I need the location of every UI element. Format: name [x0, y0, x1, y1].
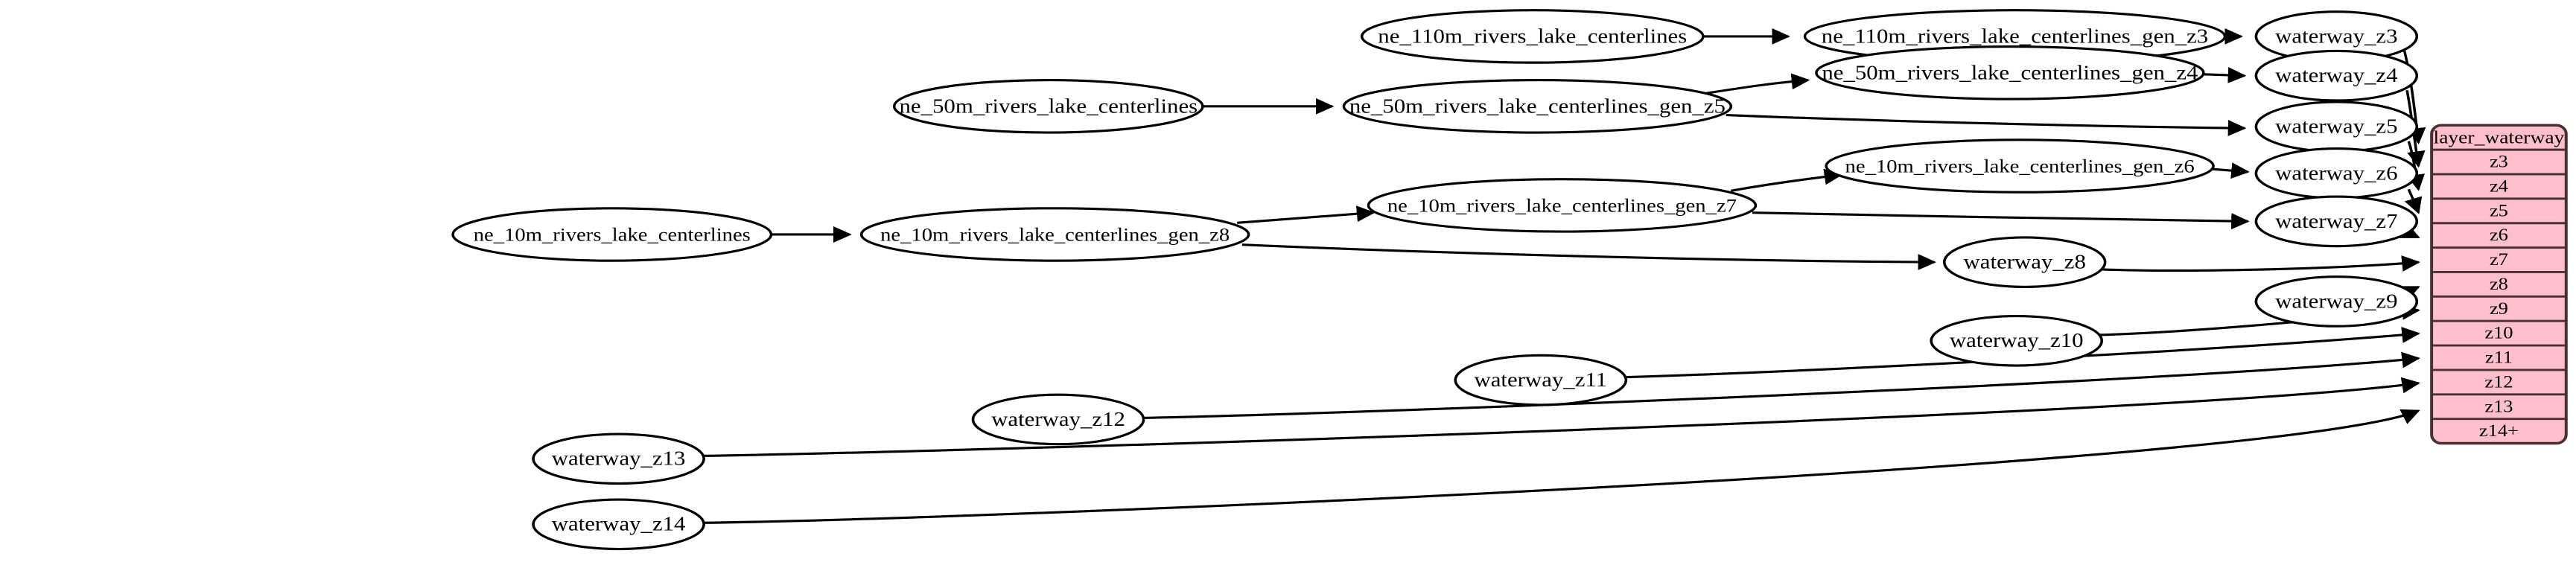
edge-ne_50m_rivers_lake_centerlines_gen_z5-to-waterway_z5: [1726, 113, 2247, 136]
edge-ne_10m_rivers_lake_centerlines_gen_z7-to-ne_10m_rivers_lake_centerlines_gen_z6: [1731, 168, 1843, 192]
node-ne_50m_rivers_lake_centerlines_gen_z4[interactable]: ne_50m_rivers_lake_centerlines_gen_z4: [1815, 45, 2205, 100]
node-ne_10m_rivers_lake_centerlines_gen_z7[interactable]: ne_10m_rivers_lake_centerlines_gen_z7: [1367, 178, 1758, 233]
node-waterway_z8[interactable]: waterway_z8: [1943, 236, 2107, 288]
node-shape: [1930, 314, 2104, 367]
nodes-layer: imposm3osm_waterway_linestringosm_import…: [451, 9, 2419, 551]
node-waterway_z10[interactable]: waterway_z10: [1930, 314, 2104, 367]
edge-waterway_z13-to-layer_z13: [702, 377, 2420, 457]
node-ne_10m_rivers_lake_centerlines_gen_z6[interactable]: ne_10m_rivers_lake_centerlines_gen_z6: [1825, 138, 2215, 194]
edge-ne_50m_rivers_lake_centerlines_gen_z5-to-ne_50m_rivers_lake_centerlines_gen_z4: [1706, 73, 1810, 95]
edges-layer: [702, 28, 2426, 524]
node-shape: [1454, 354, 1628, 406]
layer-waterway-table: layer_waterwayz3z4z5z6z7z8z9z10z11z12z13…: [2430, 124, 2568, 445]
node-shape: [1815, 45, 2205, 100]
node-ne_10m_rivers_lake_centerlines_gen_z8[interactable]: ne_10m_rivers_lake_centerlines_gen_z8: [859, 207, 1250, 262]
node-shape: [532, 433, 705, 485]
edge-waterway_z5-to-layer_z5: [2406, 141, 2426, 191]
node-shape: [2254, 100, 2419, 153]
node-shape: [2254, 195, 2419, 248]
node-waterway_z12[interactable]: waterway_z12: [971, 393, 1145, 446]
node-waterway_z11[interactable]: waterway_z11: [1454, 354, 1628, 406]
node-waterway_z14[interactable]: waterway_z14: [532, 498, 705, 551]
edge-waterway_z7-to-layer_z7: [2400, 223, 2420, 239]
edge-ne_10m_rivers_lake_centerlines_gen_z6-to-waterway_z6: [2210, 162, 2250, 179]
node-waterway_z6[interactable]: waterway_z6: [2254, 147, 2419, 200]
node-shape: [2254, 275, 2419, 328]
node-shape: [2254, 147, 2419, 200]
node-ne_50m_rivers_lake_centerlines_gen_z5[interactable]: ne_50m_rivers_lake_centerlines_gen_z5: [1342, 79, 1733, 134]
node-shape: [892, 79, 1204, 134]
node-shape: [1943, 236, 2107, 288]
node-shape: [1825, 138, 2215, 194]
node-shape: [859, 207, 1250, 262]
node-ne_110m_rivers_lake_centerlines[interactable]: ne_110m_rivers_lake_centerlines: [1360, 9, 1705, 64]
edge-waterway_z8-to-layer_z8: [2102, 255, 2420, 272]
edge-waterway_z12-to-layer_z12: [1142, 351, 2420, 420]
node-ne_10m_rivers_lake_centerlines[interactable]: ne_10m_rivers_lake_centerlines: [451, 207, 773, 262]
node-ne_50m_rivers_lake_centerlines[interactable]: ne_50m_rivers_lake_centerlines: [892, 79, 1204, 134]
node-shape: [1367, 178, 1758, 233]
node-waterway_z4[interactable]: waterway_z4: [2254, 49, 2419, 102]
node-waterway_z13[interactable]: waterway_z13: [532, 433, 705, 485]
edge-waterway_z3-to-layer_z3: [2402, 48, 2426, 144]
node-waterway_z7[interactable]: waterway_z7: [2254, 195, 2419, 248]
node-shape: [532, 498, 705, 551]
edge-ne_10m_rivers_lake_centerlines_gen_z8-to-ne_10m_rivers_lake_centerlines_gen_z7: [1237, 205, 1376, 224]
node-waterway_z9[interactable]: waterway_z9: [2254, 275, 2419, 328]
layer-table-body: [2430, 124, 2568, 445]
edge-ne_10m_rivers_lake_centerlines_gen_z8-to-waterway_z8: [1241, 243, 1937, 270]
edge-waterway_z9-to-layer_z9: [2400, 286, 2420, 301]
edge-waterway_z14-to-layer_z14: [702, 409, 2420, 524]
edge-ne_50m_rivers_lake_centerlines_gen_z4-to-waterway_z4: [2203, 66, 2247, 83]
edge-ne_10m_rivers_lake_centerlines_gen_z7-to-waterway_z7: [1752, 211, 2250, 230]
edge-waterway_z6-to-layer_z6: [2404, 188, 2423, 214]
node-shape: [1342, 79, 1733, 134]
node-shape: [451, 207, 773, 262]
node-shape: [971, 393, 1145, 446]
node-shape: [2254, 49, 2419, 102]
node-shape: [1360, 9, 1705, 64]
node-waterway_z5[interactable]: waterway_z5: [2254, 100, 2419, 153]
